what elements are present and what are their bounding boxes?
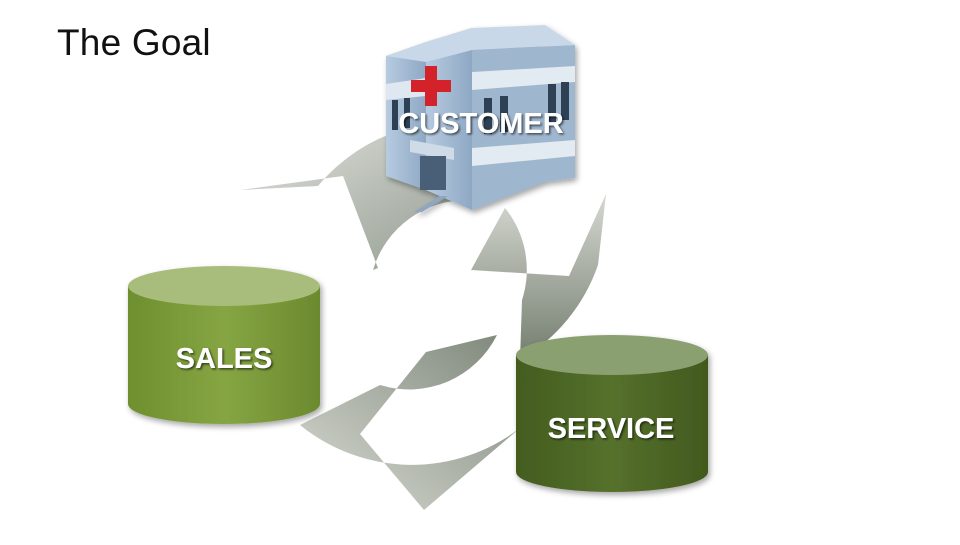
customer-label: CUSTOMER xyxy=(398,108,563,140)
cycle-arrow-right xyxy=(471,194,606,360)
sales-label: SALES xyxy=(176,343,273,375)
hospital-building-icon xyxy=(386,25,575,212)
slide-title: The Goal xyxy=(57,22,211,63)
cycle-arrow-bottom xyxy=(300,335,520,510)
sales-cylinder xyxy=(128,266,320,424)
service-label: SERVICE xyxy=(548,413,675,445)
red-cross-icon xyxy=(411,66,451,106)
service-cylinder xyxy=(516,335,708,492)
